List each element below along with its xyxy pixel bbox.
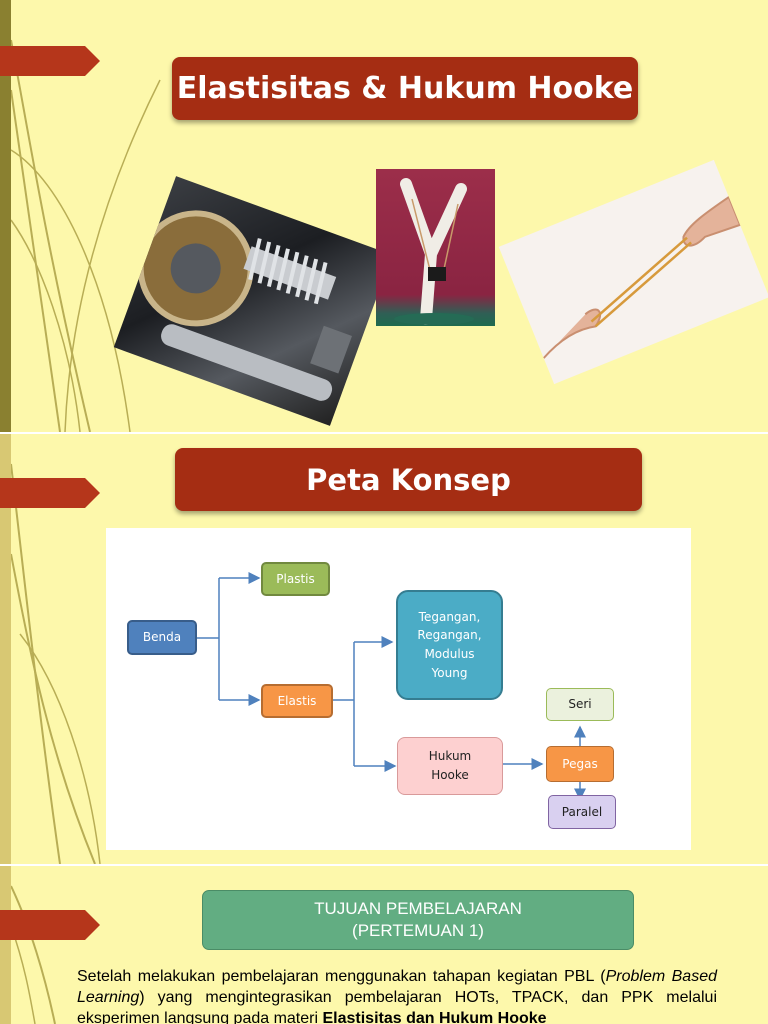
paragraph-bold: Elastisitas dan Hukum Hooke bbox=[322, 1010, 547, 1024]
concept-map-connectors bbox=[197, 572, 586, 801]
node-elastis: Elastis bbox=[261, 684, 333, 718]
motorcycle-shock-absorber-photo bbox=[113, 176, 393, 426]
arrow-tab-marker bbox=[0, 478, 100, 508]
left-accent-bar bbox=[0, 434, 11, 864]
slide-3: TUJUAN PEMBELAJARAN (PERTEMUAN 1) Setela… bbox=[0, 866, 768, 1024]
node-hukum-hooke: Hukum Hooke bbox=[397, 737, 503, 795]
rubber-band-stretch-photo bbox=[498, 159, 768, 385]
node-paralel: Paralel bbox=[548, 795, 616, 829]
slide-1: Elastisitas & Hukum Hooke bbox=[0, 0, 768, 432]
arrow-tab-marker bbox=[0, 910, 100, 940]
paragraph-text: ) yang mengintegrasikan pembelajaran HOT… bbox=[77, 989, 717, 1024]
node-line: Regangan, bbox=[417, 628, 482, 643]
concept-map: Benda Plastis Elastis Tegangan, Regangan… bbox=[106, 528, 691, 850]
node-seri: Seri bbox=[546, 688, 614, 721]
slingshot-photo bbox=[376, 169, 495, 326]
node-pegas: Pegas bbox=[546, 746, 614, 782]
node-tegangan-regangan-modulus-young: Tegangan, Regangan, Modulus Young bbox=[396, 590, 503, 700]
shock-absorber-drawing bbox=[137, 210, 353, 401]
paragraph-text: Setelah melakukan pembelajaran menggunak… bbox=[77, 968, 606, 985]
arrow-tab-marker bbox=[0, 46, 100, 76]
slide-separator bbox=[0, 864, 768, 866]
paragraph-italic: Problem Based Learning bbox=[77, 968, 718, 1006]
node-benda: Benda bbox=[127, 620, 197, 655]
node-line: Young bbox=[431, 665, 468, 680]
objectives-paragraph: Setelah melakukan pembelajaran menggunak… bbox=[77, 966, 717, 1024]
slingshot-drawing bbox=[394, 178, 474, 325]
node-line: Hooke bbox=[431, 768, 469, 782]
node-plastis: Plastis bbox=[261, 562, 330, 596]
slide-separator bbox=[0, 432, 768, 434]
slide-title: Elastisitas & Hukum Hooke bbox=[172, 57, 638, 120]
objectives-subheading: (PERTEMUAN 1) bbox=[352, 921, 484, 940]
rubber-band-drawing bbox=[542, 195, 742, 359]
objectives-heading: TUJUAN PEMBELAJARAN bbox=[314, 898, 522, 918]
learning-objectives-box: TUJUAN PEMBELAJARAN (PERTEMUAN 1) bbox=[202, 890, 634, 950]
slide-2: Peta Konsep Benda Pla bbox=[0, 434, 768, 864]
left-accent-bar bbox=[0, 0, 11, 432]
slide-title: Peta Konsep bbox=[175, 448, 642, 511]
node-line: Modulus bbox=[424, 647, 475, 661]
left-accent-bar bbox=[0, 866, 11, 1024]
node-line: Tegangan, bbox=[418, 609, 481, 624]
node-line: Hukum bbox=[428, 749, 472, 764]
